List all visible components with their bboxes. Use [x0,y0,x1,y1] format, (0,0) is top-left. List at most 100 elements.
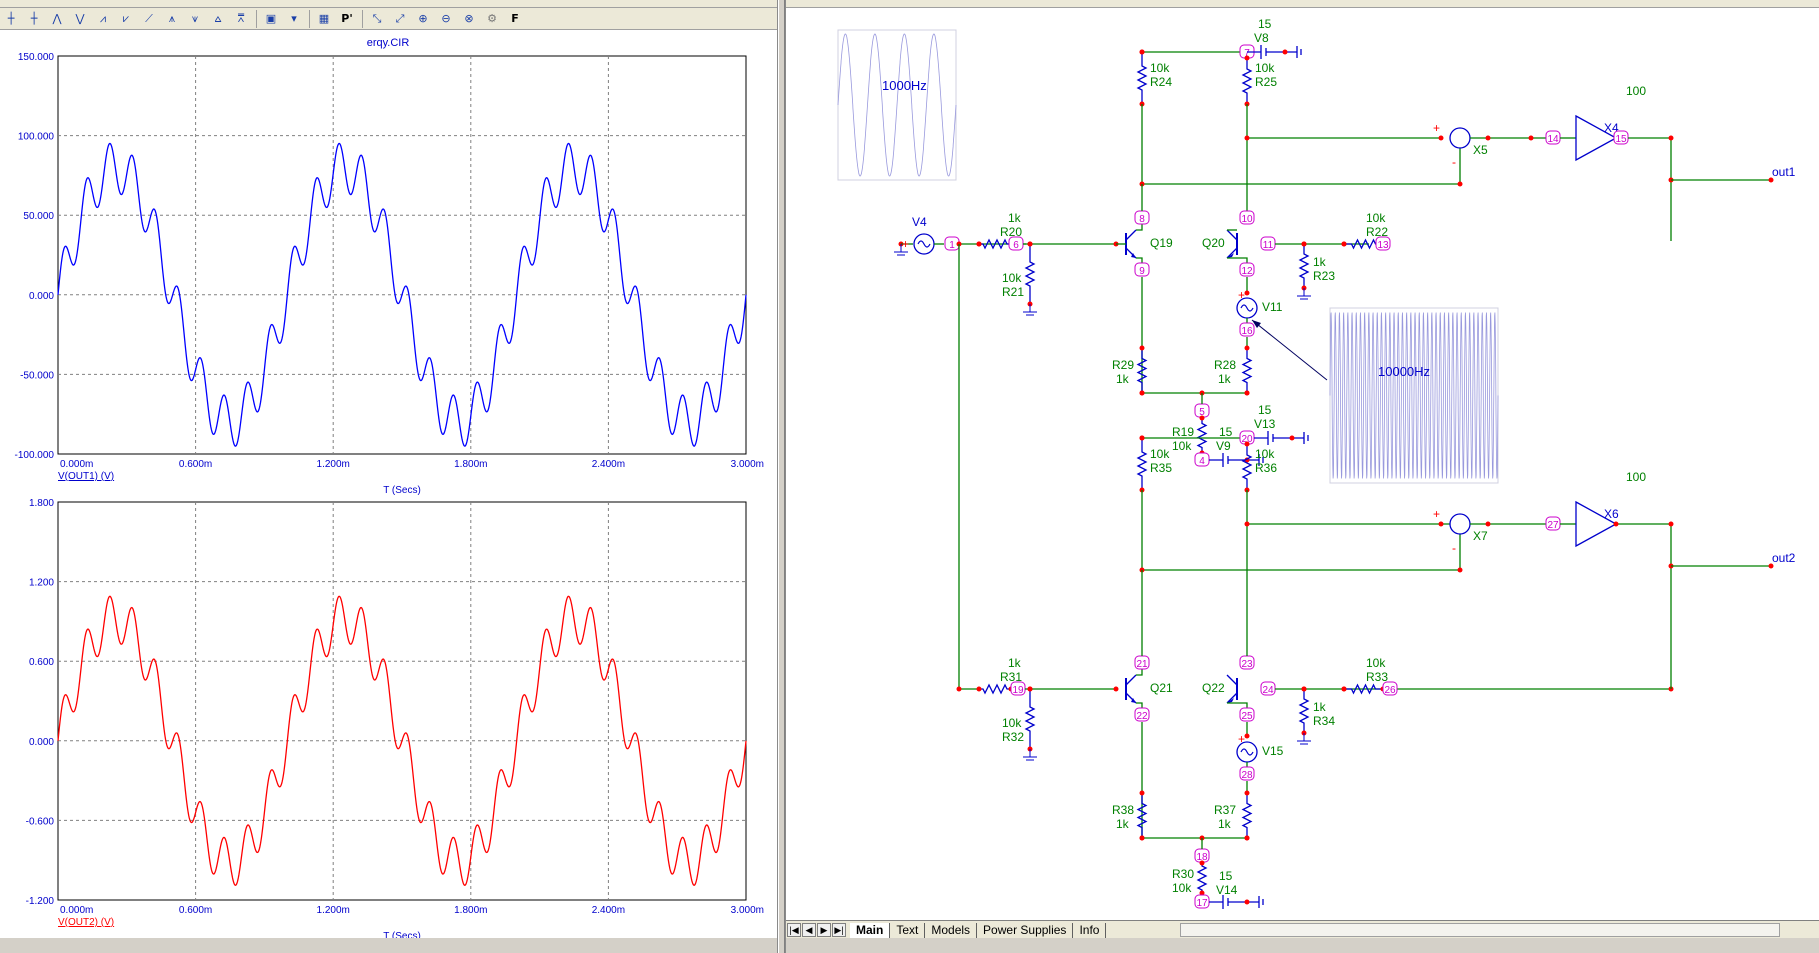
source-name: V8 [1254,31,1269,45]
prev-page-button[interactable]: ◀ [802,923,816,937]
series-line [57,142,747,447]
transistor-collector [1226,674,1238,686]
grid-icon[interactable]: ▦ [318,12,330,25]
ground-icon [1297,733,1311,745]
resistor-name: R31 [1000,670,1022,684]
tab-power-supplies[interactable]: Power Supplies [977,922,1074,938]
global-low-icon[interactable]: ⩛ [191,11,199,25]
last-page-button[interactable]: ▶| [832,923,846,937]
node-number: 4 [1199,456,1205,467]
gain-label: 100 [1626,84,1646,98]
settings-icon[interactable]: ⚙ [487,12,497,25]
node-label: 21 [1134,655,1150,670]
resistor [1241,793,1253,838]
transistor-emitter [1226,692,1238,704]
x-tick-label: 2.400m [592,905,625,916]
probe-status-bar [0,938,777,953]
junction-dot [1244,135,1250,141]
source-name: V11 [1262,300,1283,314]
junction-dot [1457,181,1463,187]
wire [1628,137,1672,241]
probe-plot-area[interactable]: erqy.CIR150.000100.00050.0000.000-50.000… [0,30,777,953]
source-name: V9 [1216,439,1231,453]
resistor-value: 10k [1172,439,1192,453]
zoom-fit-icon[interactable]: ⊗ [464,12,474,25]
pointer-arrow-line [1251,319,1328,381]
top-icon[interactable]: ⩟ [214,11,222,25]
amplifier-icon [1575,114,1618,162]
junction-dot [1341,241,1347,247]
transistor-name: Q20 [1202,236,1225,250]
resistor [1344,683,1383,695]
node-label: 25 [1239,707,1255,722]
toolbar-separator [309,9,310,28]
scale-y-icon[interactable]: ⤢ [395,11,405,25]
tab-info[interactable]: Info [1073,922,1107,938]
valley-icon[interactable]: ⋁ [75,12,85,25]
junction-dot [1485,135,1491,141]
resistor-name: R38 [1112,803,1134,817]
resistor [1136,793,1148,838]
x-tick-label: 0.000m [60,905,93,916]
y-tick-label: 1.200 [29,578,54,589]
resistor-value: 10k [1002,716,1022,730]
resistor-value: 1k [1116,372,1130,386]
node-number: 15 [1615,134,1627,145]
high-icon[interactable]: ⩘ [99,11,107,25]
node-label: 9 [1134,262,1150,277]
global-high-icon[interactable]: ⩚ [168,11,176,25]
node-label: 10 [1239,210,1255,225]
resistor-value: 1k [1313,255,1327,269]
tab-models[interactable]: Models [925,922,978,938]
cursor-left-icon[interactable]: ┼ [7,12,15,25]
peak-icon[interactable]: ⋀ [52,12,62,25]
resistor [1241,444,1253,490]
resistor-name: R20 [1000,225,1022,239]
resistor [1024,244,1036,304]
cursor-right-icon[interactable]: ┼ [30,12,38,25]
properties-icon[interactable]: ▣ [265,12,277,25]
dropdown-icon[interactable]: ▾ [291,12,297,25]
y-tick-label: -50.000 [20,370,54,381]
zoom-out-icon[interactable]: ⊖ [441,12,451,25]
next-page-button[interactable]: ▶ [817,923,831,937]
x-axis-label: T (Secs) [383,485,421,496]
inflection-icon[interactable]: ⟋ [145,11,153,25]
x-tick-label: 1.200m [317,459,350,470]
node-number: 11 [1263,240,1274,251]
x-tick-label: 3.000m [731,905,764,916]
junction-dot [1199,415,1205,421]
scale-x-icon[interactable]: ⤡ [372,11,382,25]
junction-dot [1244,390,1250,396]
tab-text[interactable]: Text [890,922,926,938]
sine-icon [917,240,931,248]
node-number: 27 [1547,520,1559,531]
horizontal-scrollbar[interactable] [1180,923,1780,937]
node-label: 12 [1239,262,1255,277]
resistor [1298,689,1310,733]
x-tick-label: 1.800m [454,905,487,916]
resistor [979,683,1011,695]
font-icon[interactable]: F [511,12,519,25]
voltage-value: 15 [1219,869,1233,883]
zoom-in-icon[interactable]: ⊕ [418,12,428,25]
page-icon[interactable]: P' [341,12,353,25]
transistor-name: Q19 [1150,236,1173,250]
output-label: out1 [1772,165,1796,179]
tab-main[interactable]: Main [850,922,891,938]
source-name: V4 [912,215,927,229]
node-number: 5 [1199,407,1205,418]
transistor-icon [1226,229,1238,259]
first-page-button[interactable]: |◀ [787,923,801,937]
resistor-value: 1k [1116,817,1130,831]
node-number: 9 [1139,266,1145,277]
wire [1616,523,1672,627]
low-icon[interactable]: ⩗ [122,11,130,25]
node-label: 14 [1545,130,1561,145]
junction-dot [1139,390,1145,396]
schematic-canvas[interactable]: 1000Hz10000Hz715V810kR2410kR25+-X514100X… [786,8,1819,920]
window-splitter[interactable] [778,0,785,953]
bottom-icon[interactable]: ⩞ [237,11,245,25]
y-tick-label: 100.000 [18,132,55,143]
resistor-name: R29 [1112,358,1134,372]
